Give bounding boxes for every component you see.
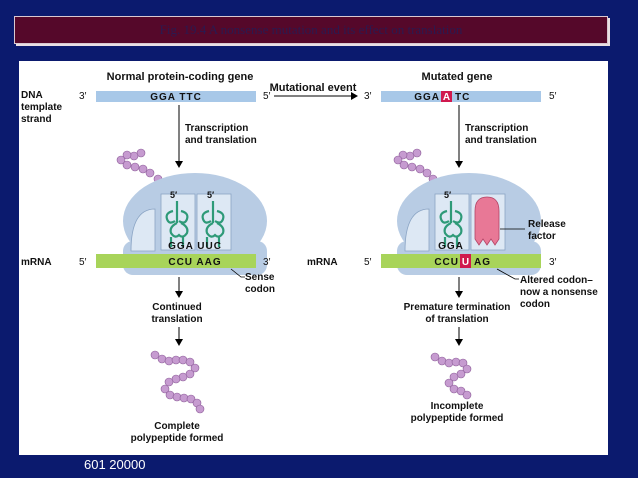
left-mrna-3-prime: 3′ bbox=[263, 257, 271, 268]
right-mrna-3-prime: 3′ bbox=[549, 257, 557, 268]
left-mrna-5-prime: 5′ bbox=[79, 257, 87, 268]
right-dna-mutation-highlight bbox=[441, 91, 452, 102]
right-codon-pointer bbox=[496, 268, 519, 280]
right-incomplete-polypeptide bbox=[430, 352, 472, 400]
left-step-1: Transcription bbox=[185, 123, 248, 134]
right-anticodon: GGA bbox=[438, 241, 464, 252]
right-dna-mutated-base: A bbox=[443, 92, 450, 103]
left-dna-strand bbox=[96, 91, 256, 102]
left-mrna-sequence: CCU AAG bbox=[168, 257, 221, 268]
left-trna-2 bbox=[201, 201, 225, 247]
right-trna-5-prime: 5′ bbox=[444, 190, 451, 200]
right-mrna-mutated-base: U bbox=[462, 257, 469, 268]
right-result-1: Incomplete bbox=[431, 401, 484, 412]
right-mrna-sequence-a: CCU bbox=[434, 257, 459, 268]
right-dna-sequence-a: GGA bbox=[414, 92, 440, 103]
left-ribosome-e-site bbox=[130, 208, 156, 252]
left-complete-polypeptide bbox=[150, 350, 205, 414]
release-factor-label-2: factor bbox=[528, 231, 556, 242]
figure-panel: Normal protein-coding gene DNA template … bbox=[19, 61, 608, 455]
left-trna-5-prime-a: 5′ bbox=[170, 190, 177, 200]
left-next-2: translation bbox=[151, 314, 202, 325]
title-bar: Fig. 19.4 A nonsense mutation and its ef… bbox=[14, 16, 608, 44]
mutational-event-label: Mutational event bbox=[270, 82, 357, 94]
left-mrna-label: mRNA bbox=[21, 257, 52, 268]
dna-side-label-1: DNA bbox=[21, 90, 43, 101]
dna-side-label-2: template bbox=[21, 102, 63, 113]
right-result-2: polypeptide formed bbox=[411, 413, 504, 424]
left-trna-5-prime-b: 5′ bbox=[207, 190, 214, 200]
right-next-2: of translation bbox=[425, 314, 488, 325]
right-mrna-mutation-highlight bbox=[460, 254, 471, 268]
left-anticodons: GGA UUC bbox=[168, 241, 222, 252]
right-header: Mutated gene bbox=[422, 71, 493, 83]
footer-number: 601 20000 bbox=[84, 457, 146, 472]
right-dna-strand bbox=[381, 91, 541, 102]
right-dna-5-prime: 5′ bbox=[549, 91, 557, 102]
left-codon-label-2: codon bbox=[245, 284, 275, 295]
left-header: Normal protein-coding gene bbox=[107, 71, 254, 83]
right-dna-sequence-b: TC bbox=[455, 92, 470, 103]
release-factor-shape bbox=[474, 196, 500, 246]
right-mrna-5-prime: 5′ bbox=[364, 257, 372, 268]
left-codon-pointer bbox=[230, 268, 245, 278]
right-codon-label-3: codon bbox=[520, 299, 550, 310]
right-mrna-sequence-b: AG bbox=[474, 257, 491, 268]
nonsense-mutation-diagram: Normal protein-coding gene DNA template … bbox=[21, 71, 598, 444]
left-codon-label-1: Sense bbox=[245, 272, 275, 283]
left-step-2: and translation bbox=[185, 135, 257, 146]
right-codon-label-2: now a nonsense bbox=[520, 287, 598, 298]
right-trna bbox=[439, 201, 463, 247]
release-factor-label-1: Release bbox=[528, 219, 566, 230]
left-result-1: Complete bbox=[154, 421, 200, 432]
left-result-2: polypeptide formed bbox=[131, 433, 224, 444]
slide-title: Fig. 19.4 A nonsense mutation and its ef… bbox=[159, 22, 463, 37]
left-dna-3-prime: 3′ bbox=[79, 91, 87, 102]
left-mrna-strand bbox=[96, 254, 256, 268]
right-dna-3-prime: 3′ bbox=[364, 91, 372, 102]
right-step-1: Transcription bbox=[465, 123, 528, 134]
left-dna-sequence: GGA TTC bbox=[150, 92, 202, 103]
right-codon-label-1: Altered codon– bbox=[520, 275, 593, 286]
left-next-1: Continued bbox=[152, 302, 201, 313]
right-ribosome-e-site bbox=[404, 208, 430, 252]
right-mrna-label: mRNA bbox=[307, 257, 338, 268]
right-next-1: Premature termination bbox=[404, 302, 511, 313]
right-step-2: and translation bbox=[465, 135, 537, 146]
left-dna-5-prime: 5′ bbox=[263, 91, 271, 102]
dna-side-label-3: strand bbox=[21, 114, 52, 125]
left-trna-1 bbox=[165, 201, 189, 247]
